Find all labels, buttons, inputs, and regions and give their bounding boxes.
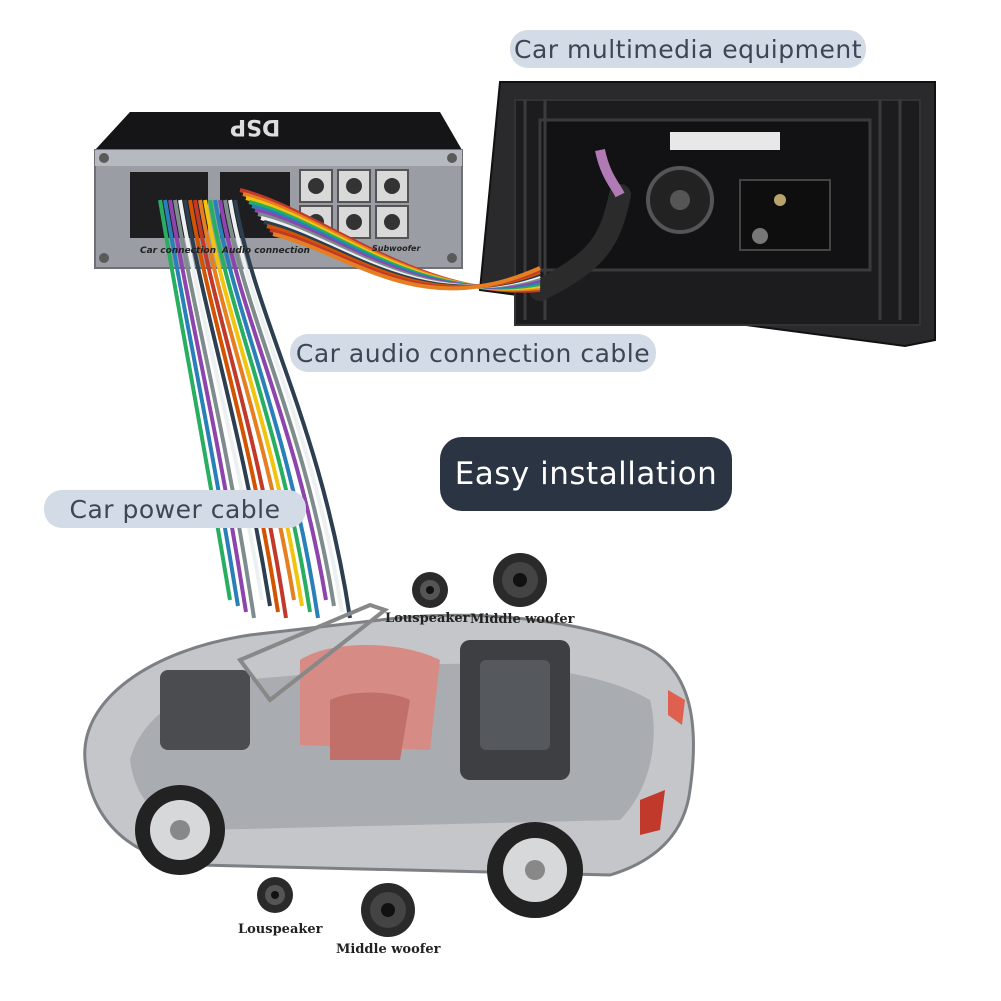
speaker-label-louspeaker-bottom: Louspeaker <box>238 922 323 937</box>
label-audio-connection-cable: Car audio connection cable <box>290 334 656 372</box>
car-cutaway <box>83 602 695 918</box>
audio-wire <box>272 232 541 291</box>
power-wire <box>233 199 352 619</box>
power-wire <box>168 199 248 613</box>
label-multimedia-equipment: Car multimedia equipment <box>510 30 866 68</box>
power-wire <box>203 199 304 607</box>
dsp-amplifier <box>94 112 463 269</box>
power-wire <box>158 199 232 601</box>
audio-connection-wires <box>239 188 541 293</box>
dsp-port-audio-label: Audio connection <box>222 246 310 256</box>
speaker-woofer-top <box>493 553 547 607</box>
speaker-louspeaker-top <box>412 572 448 608</box>
power-wire <box>223 199 336 607</box>
power-wire <box>218 199 328 601</box>
speaker-label-woofer-bottom: Middle woofer <box>336 942 441 957</box>
power-wire <box>178 199 264 601</box>
label-easy-installation: Easy installation <box>440 437 732 511</box>
power-wire <box>163 199 240 607</box>
power-wire <box>198 199 296 601</box>
power-cable-wires <box>158 199 352 619</box>
power-wire <box>208 199 312 613</box>
label-power-cable: Car power cable <box>44 490 306 528</box>
speaker-louspeaker-bottom <box>257 877 293 913</box>
speaker-woofer-bottom <box>361 883 415 937</box>
dsp-logo: DSP <box>230 114 281 139</box>
dsp-port-sub-label: Subwoofer <box>372 244 421 253</box>
speaker-label-woofer-top: Middle woofer <box>470 612 575 627</box>
power-wire <box>183 199 272 607</box>
power-wire <box>228 199 344 613</box>
power-wire <box>188 199 280 613</box>
power-wire <box>193 199 288 619</box>
dsp-port-car-label: Car connection <box>140 246 216 256</box>
power-wire <box>173 199 256 619</box>
speaker-label-louspeaker-top: Louspeaker <box>385 611 470 626</box>
multimedia-head-unit <box>478 81 936 348</box>
power-wire <box>213 199 320 619</box>
